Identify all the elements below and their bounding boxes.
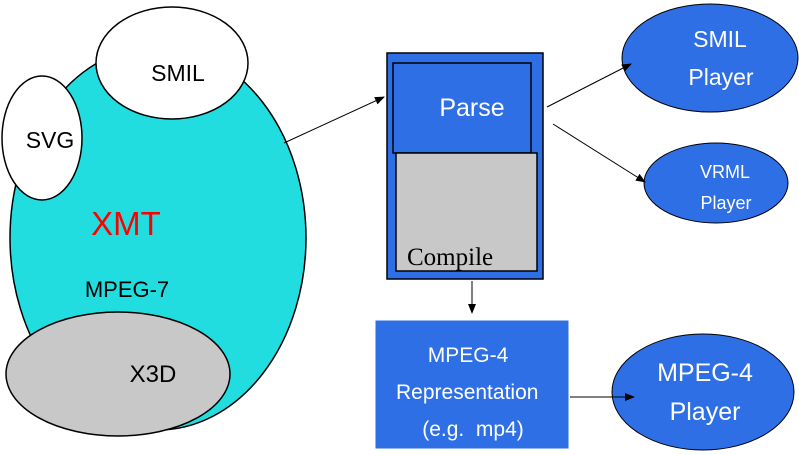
mpeg4-player-line2: Player	[670, 398, 741, 426]
representation-line3: (e.g. mp4)	[422, 418, 524, 441]
representation-line2: Representation	[396, 381, 538, 404]
arrow-xmt-to-processor	[283, 96, 385, 144]
svg-label: SVG	[26, 127, 75, 153]
processor-block: Parse Compile	[386, 52, 544, 280]
parse-label: Parse	[439, 94, 504, 122]
mpeg4-player[interactable]: MPEG-4 Player	[611, 333, 795, 451]
representation-block: MPEG-4 Representation (e.g. mp4)	[375, 320, 569, 449]
smil-player-line2: Player	[688, 64, 754, 90]
smil-ellipse[interactable]	[95, 6, 249, 120]
xmt-group: SMIL SVG XMT MPEG-7 X3D	[1, 6, 307, 437]
vrml-player-line2: Player	[700, 193, 751, 213]
mpeg4-player-line1: MPEG-4	[657, 359, 753, 387]
representation-line1: MPEG-4	[428, 344, 509, 367]
x3d-label: X3D	[130, 361, 177, 388]
arrow-processor-to-vrml-player	[552, 123, 646, 183]
smil-player-ellipse[interactable]	[621, 3, 799, 113]
vrml-player-line1: VRML	[700, 162, 750, 182]
representation-box[interactable]	[375, 320, 569, 449]
vrml-player-ellipse[interactable]	[643, 142, 789, 224]
vrml-player[interactable]: VRML Player	[643, 142, 789, 224]
compile-label: Compile	[407, 244, 493, 271]
compile-box[interactable]	[395, 152, 538, 272]
x3d-ellipse[interactable]	[5, 311, 231, 437]
xmt-title: XMT	[91, 205, 161, 242]
svg-ellipse[interactable]	[1, 75, 83, 201]
smil-player[interactable]: SMIL Player	[621, 3, 799, 113]
mpeg4-player-ellipse[interactable]	[611, 333, 795, 451]
mpeg7-label: MPEG-7	[85, 277, 169, 302]
smil-label: SMIL	[151, 60, 205, 86]
arrow-processor-to-smil-player	[546, 63, 632, 108]
smil-player-line1: SMIL	[693, 26, 747, 52]
